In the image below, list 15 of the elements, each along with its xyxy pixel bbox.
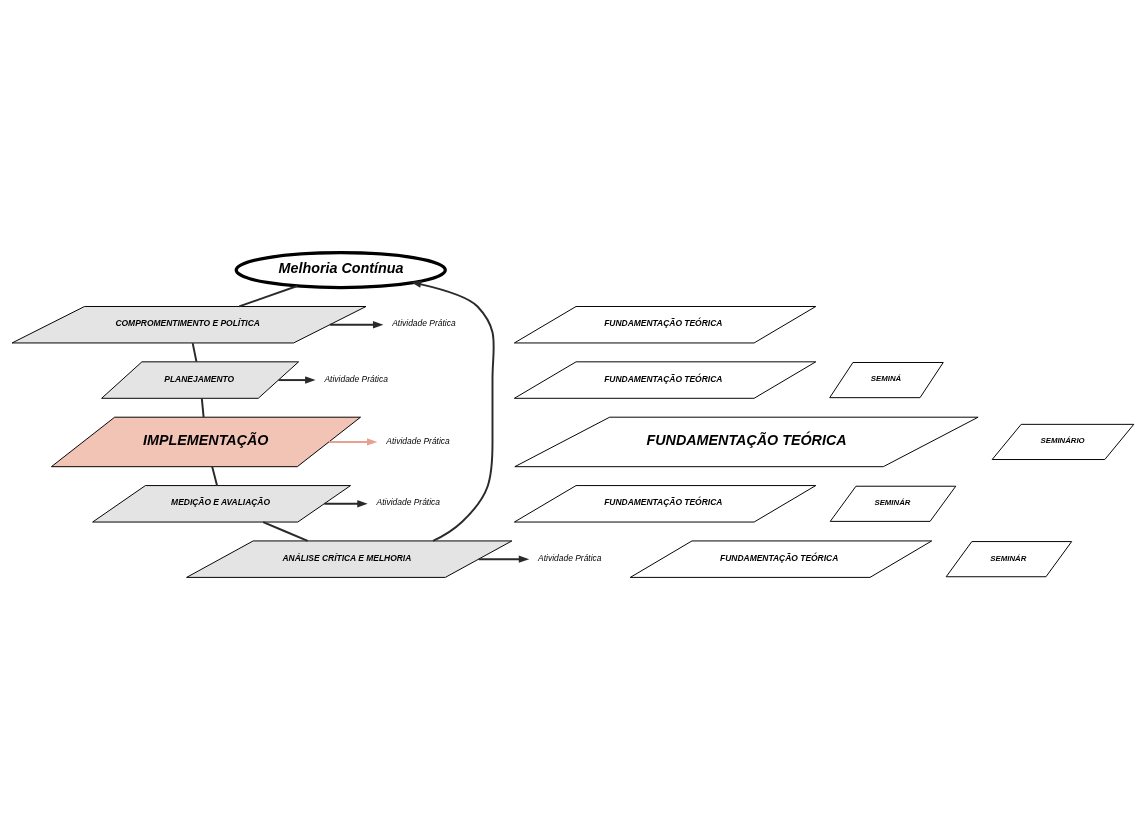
node-text: Atividade Prática bbox=[392, 318, 456, 329]
arrow bbox=[328, 438, 378, 446]
arrow bbox=[277, 376, 316, 384]
connector bbox=[238, 285, 299, 308]
node-text: Atividade Prática bbox=[324, 373, 388, 384]
arrow bbox=[477, 555, 530, 563]
connector bbox=[200, 397, 205, 419]
arrow bbox=[410, 280, 495, 542]
arrow bbox=[328, 321, 384, 329]
node-text: Atividade Prática bbox=[376, 497, 441, 508]
connector bbox=[211, 465, 218, 487]
arrow bbox=[323, 500, 368, 508]
node-text: Atividade Prática bbox=[538, 552, 602, 563]
connector bbox=[191, 342, 198, 363]
node-text: Atividade Prática bbox=[386, 435, 450, 446]
